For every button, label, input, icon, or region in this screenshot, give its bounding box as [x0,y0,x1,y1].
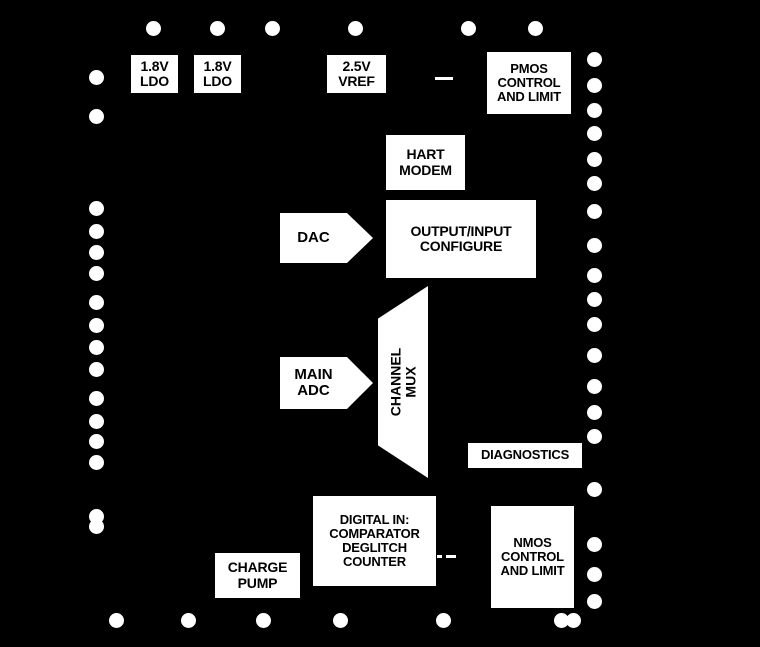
pad-top-5[interactable] [460,20,476,36]
pad-right-17[interactable] [586,536,602,552]
block-main-adc[interactable]: MAIN ADC [280,357,373,409]
pad-right-2[interactable] [586,77,602,93]
connector-dash-pmos [435,77,453,80]
block-channel-mux-label: CHANNEL MUX [387,347,418,417]
block-main-adc-label: MAIN ADC [294,365,333,399]
pad-top-6[interactable] [527,20,543,36]
pad-bottom-2[interactable] [180,612,196,628]
pad-left-4[interactable] [88,223,104,239]
pad-right-19[interactable] [586,593,602,609]
pad-right-18[interactable] [586,566,602,582]
pad-right-3[interactable] [586,102,602,118]
connector-dash-nmos-segment-1 [437,555,442,558]
pad-left-6[interactable] [88,265,104,281]
pad-right-13[interactable] [586,378,602,394]
pad-top-3[interactable] [264,20,280,36]
connector-dash-nmos-segment-2 [446,555,456,558]
pad-left-5[interactable] [88,244,104,260]
pad-right-10[interactable] [586,291,602,307]
pad-bottom-6[interactable] [553,612,569,628]
block-hart-modem[interactable]: HART MODEM [386,135,465,190]
block-charge-pump[interactable]: CHARGE PUMP [215,553,300,598]
pad-left-8[interactable] [88,317,104,333]
block-dac[interactable]: DAC [280,213,373,263]
pad-right-8[interactable] [586,237,602,253]
pad-left-16[interactable] [88,518,104,534]
pad-right-15[interactable] [586,428,602,444]
pad-left-12[interactable] [88,413,104,429]
pad-bottom-7[interactable] [565,612,581,628]
block-output-input-configure[interactable]: OUTPUT/INPUT CONFIGURE [386,200,536,278]
pad-bottom-1[interactable] [108,612,124,628]
block-dac-label: DAC [297,228,330,246]
pad-right-12[interactable] [586,347,602,363]
pad-right-9[interactable] [586,267,602,283]
block-digital-in-comparator-deglitch-counter[interactable]: DIGITAL IN: COMPARATOR DEGLITCH COUNTER [313,496,436,586]
pad-left-9[interactable] [88,339,104,355]
pad-right-4[interactable] [586,125,602,141]
pad-bottom-4[interactable] [332,612,348,628]
block-ldo-2[interactable]: 1.8V LDO [194,55,241,93]
pad-right-16[interactable] [586,481,602,497]
pad-left-2[interactable] [88,108,104,124]
block-diagnostics[interactable]: DIAGNOSTICS [468,443,582,468]
pad-right-1[interactable] [586,51,602,67]
pad-left-10[interactable] [88,361,104,377]
pad-left-13[interactable] [88,433,104,449]
pad-left-3[interactable] [88,200,104,216]
block-channel-mux[interactable]: CHANNEL MUX [378,286,428,478]
block-pmos-control-and-limit[interactable]: PMOS CONTROL AND LIMIT [487,52,571,114]
pad-right-14[interactable] [586,404,602,420]
block-vref[interactable]: 2.5V VREF [327,55,386,93]
pad-top-4[interactable] [347,20,363,36]
pad-right-11[interactable] [586,316,602,332]
pad-left-1[interactable] [88,69,104,85]
block-nmos-control-and-limit[interactable]: NMOS CONTROL AND LIMIT [491,506,574,608]
pad-top-2[interactable] [209,20,225,36]
pad-right-7[interactable] [586,203,602,219]
pad-left-11[interactable] [88,390,104,406]
pad-left-14[interactable] [88,454,104,470]
pad-bottom-3[interactable] [255,612,271,628]
pad-right-6[interactable] [586,175,602,191]
pad-left-7[interactable] [88,294,104,310]
pad-right-5[interactable] [586,151,602,167]
pad-top-1[interactable] [145,20,161,36]
block-ldo-1[interactable]: 1.8V LDO [131,55,178,93]
pad-bottom-5[interactable] [435,612,451,628]
